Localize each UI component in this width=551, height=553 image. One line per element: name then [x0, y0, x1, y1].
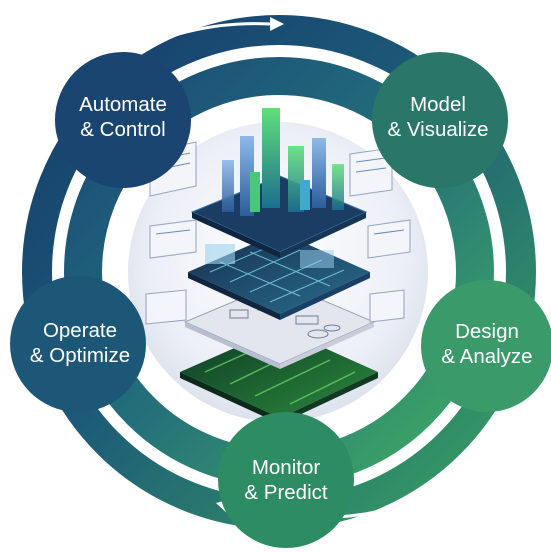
stage-label-line2: & Optimize	[30, 344, 130, 367]
stage-label-line1: Monitor	[252, 456, 321, 479]
stage-label-line1: Model	[410, 93, 466, 116]
top-arrow-icon	[119, 17, 284, 60]
stage-label-line2: & Visualize	[387, 118, 488, 141]
stage-label-line2: & Control	[80, 118, 165, 141]
stage-operate-optimize[interactable]: Operate & Optimize	[10, 276, 146, 412]
stage-label-line2: & Predict	[244, 481, 327, 504]
stage-circle	[421, 280, 551, 412]
stage-automate-control[interactable]: Automate & Control	[55, 52, 191, 188]
stage-monitor-predict[interactable]: Monitor & Predict	[218, 412, 354, 548]
stage-label-line2: & Analyze	[441, 345, 532, 368]
stage-design-analyze[interactable]: Design & Analyze	[421, 280, 551, 412]
stage-label-line1: Automate	[79, 93, 167, 116]
stage-circle	[218, 412, 354, 548]
stage-circle	[55, 52, 191, 188]
digital-twin-layers-illustration	[145, 108, 411, 424]
stage-model-visualize[interactable]: Model & Visualize	[372, 52, 508, 188]
stage-circle	[10, 276, 146, 412]
stage-label-line1: Operate	[43, 319, 117, 342]
stage-circle	[372, 52, 508, 188]
stage-label-line1: Design	[455, 320, 519, 343]
